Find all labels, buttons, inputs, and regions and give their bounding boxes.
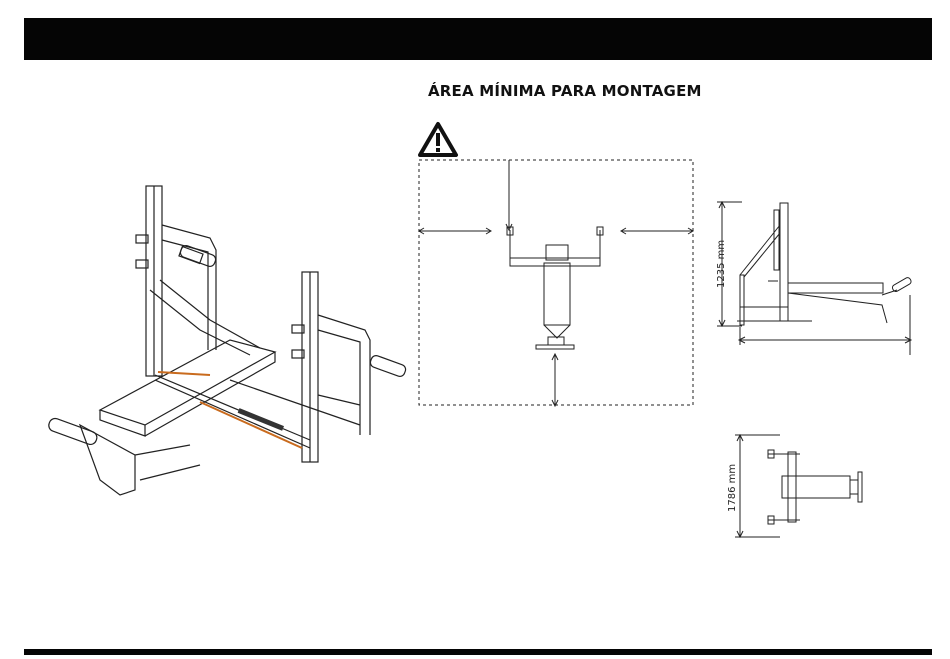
side-view-drawing xyxy=(712,195,922,360)
page-title: ÁREA MÍNIMA PARA MONTAGEM xyxy=(428,82,702,100)
top-view-drawing xyxy=(730,432,880,542)
width-dimension-label: 1786 mm xyxy=(727,464,738,512)
bench-isometric-drawing xyxy=(40,180,410,510)
height-dimension-label: 1235 mm xyxy=(716,240,727,288)
header-bar xyxy=(24,18,932,60)
footer-bar xyxy=(24,649,932,655)
minimum-area-diagram xyxy=(410,150,710,415)
